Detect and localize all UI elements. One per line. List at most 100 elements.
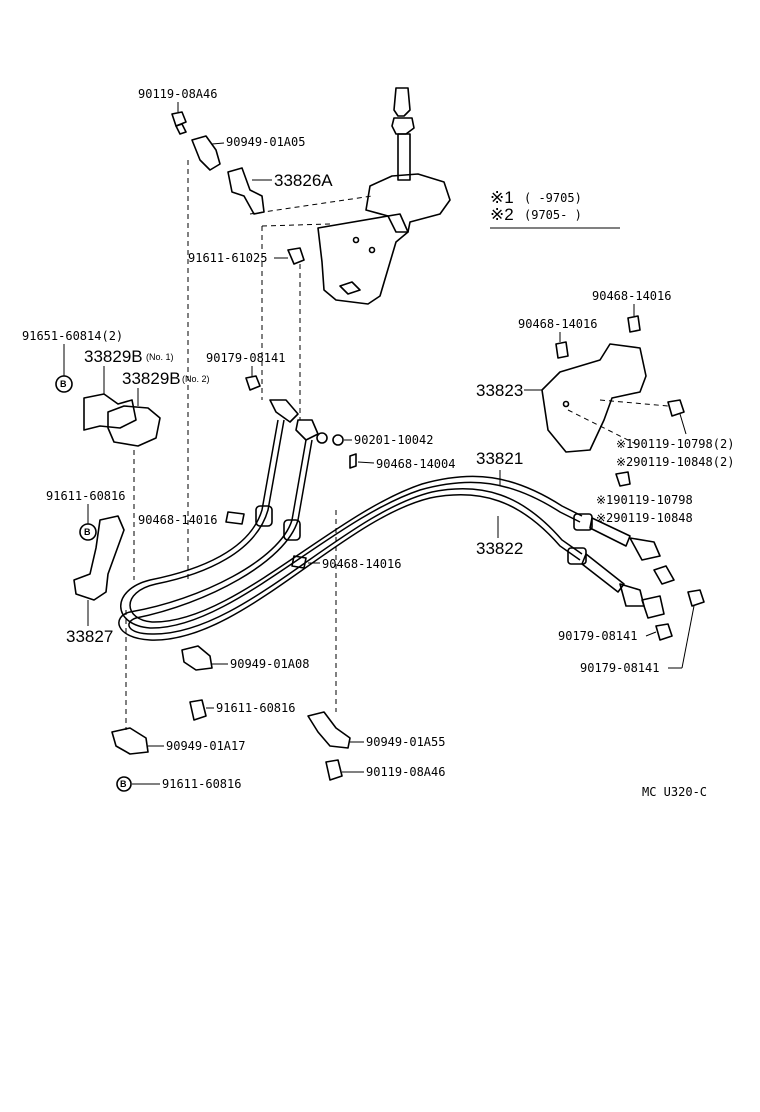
part-90179-08141-left: 90179-08141 [206,351,285,391]
part-note: (No. 1) [146,352,174,362]
bracket-tab [339,281,361,295]
part-91611-60816-b: 91611-60816 [189,699,295,721]
dashed-guide [249,195,373,215]
cable-end-joint [629,537,661,561]
cable-33822-inner [128,439,583,635]
clip-icon [555,341,569,359]
part-91611-60816-c: B 91611-60816 [116,776,241,792]
part-label-90119-10848: ※290119-10848 [596,511,693,525]
part-bolt-right-bracket [667,399,687,435]
shift-lever-knob-stub [393,87,411,117]
part-90468-14016-r1: 90468-14016 [592,289,671,333]
assembly-guide-lines [125,160,669,730]
part-91651-60814: B 91651-60814(2) [22,329,123,393]
part-label: 90119-08A46 [138,87,217,101]
part-label: 90201-10042 [354,433,433,447]
part-90468-14016-r2: 90468-14016 [518,317,597,359]
clip-icon [349,453,357,469]
diagram-code: MC U320-C [642,785,707,799]
shift-lever-bracket [317,213,409,305]
cable-33821-inner [129,419,583,623]
clip-icon [225,511,245,525]
part-label: 90468-14016 [322,557,401,571]
part-90468-14004: 90468-14004 [349,453,455,471]
part-label: 90468-14016 [592,289,671,303]
part-label: 90949-01A17 [166,739,245,753]
cable-33821-outer [120,419,581,629]
part-90949-01A05: 90949-01A05 [191,135,305,171]
bolt-thread [175,123,187,135]
part-90949-01A17: 90949-01A17 [111,727,245,755]
bracket-hole [368,246,376,254]
bolt-icon [615,471,631,487]
part-label-90119-10848-2: ※290119-10848(2) [616,455,734,469]
part-90179-08141-r2: 90179-08141 [580,589,705,675]
part-label-33822: 33822 [476,539,523,558]
part-label: 33829B [122,369,181,388]
part-label: 33826A [274,171,333,190]
part-33826A: 33826A [227,167,333,215]
legend-row-2-mark: ※2 [490,205,514,224]
cable-end-eye [295,419,319,441]
part-label: 90949-01A55 [366,735,445,749]
leader-line [645,631,657,637]
part-label: 33827 [66,627,113,646]
bracket-hole [562,400,570,408]
part-label: 33829B [84,347,143,366]
dashed-guide [261,223,331,227]
part-90949-01A08: 90949-01A08 [181,645,309,671]
shift-lever-housing [365,173,451,233]
part-label-90119-10798: ※190119-10798 [596,493,693,507]
leader-line [211,142,225,145]
part-90201-10042: 90201-10042 [332,433,433,447]
cable-end-eye [641,595,665,619]
bracket-33827-icon [73,515,125,601]
leader-line [679,413,687,435]
part-label: 91651-60814(2) [22,329,123,343]
part-33829B-no2: 33829B (No. 2) [107,369,210,447]
cable-end-left [269,399,328,444]
cable-33821 [120,419,583,629]
bracket-icon [227,167,265,215]
part-33829B-no1: 33829B (No. 1) [83,347,174,431]
cable-end-rod [581,553,625,593]
cable-grommet [255,505,273,527]
part-90119-08A46-low: 90119-08A46 [325,759,445,781]
nut-icon [655,623,673,641]
clip-icon [291,555,307,569]
nut-b-letter: B [60,379,67,389]
leader-line [681,605,695,669]
dashed-guide [599,399,669,407]
bracket-hole [352,236,360,244]
part-33823: 33823 [476,343,647,453]
clamp-icon [111,727,149,755]
part-label: 90119-08A46 [366,765,445,779]
part-label: 91611-61025 [188,251,267,265]
cable-end-right [567,513,675,619]
washer-icon [332,434,344,446]
cable-end-eye [269,399,299,423]
nut-b-letter: B [120,779,127,789]
shift-lever-rod [397,133,411,181]
part-90468-14016-low: 90468-14016 [291,555,401,571]
part-note: (No. 2) [182,374,210,384]
part-label: 90179-08141 [580,661,659,675]
part-label: 91611-60816 [46,489,125,503]
part-label: 91611-60816 [216,701,295,715]
cable-33822-outer [118,439,581,641]
part-label: 90468-14016 [518,317,597,331]
part-label: 90179-08141 [558,629,637,643]
nut-icon [687,589,705,607]
legend-row-2-range: (9705- ) [524,208,582,222]
dashed-guide [567,409,641,447]
nut-b-letter: B [84,527,91,537]
cable-end-eye [653,565,675,585]
bolt-icon [171,111,187,127]
cable-end-rod [589,517,631,547]
nut-b-icon [116,776,132,792]
cable-grommet [283,519,301,541]
part-label: 90949-01A05 [226,135,305,149]
clamp-icon [191,135,221,171]
